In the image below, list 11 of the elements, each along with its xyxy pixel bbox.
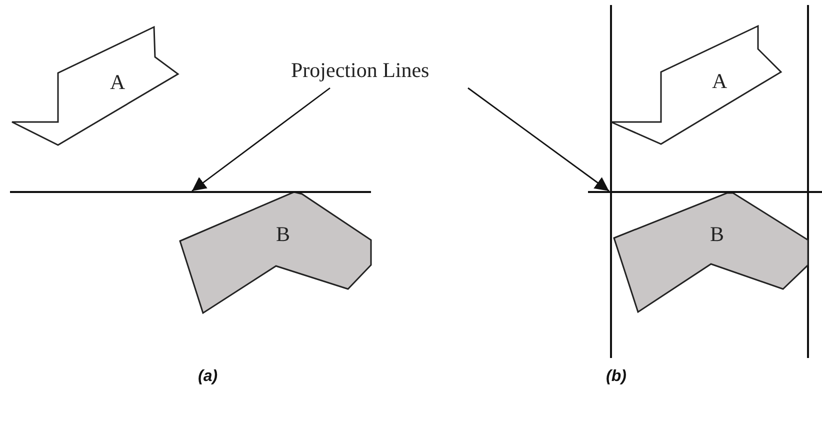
callout-text: Projection Lines bbox=[291, 60, 430, 81]
panel-label: (b) bbox=[606, 368, 626, 386]
shape-label: B bbox=[710, 224, 724, 245]
leader-line bbox=[468, 87, 610, 192]
projection-line bbox=[10, 191, 371, 193]
leader-line bbox=[192, 87, 330, 192]
panel-label: (a) bbox=[198, 368, 218, 386]
shape-label: A bbox=[110, 72, 126, 93]
shape-label: B bbox=[276, 224, 290, 245]
projection-line bbox=[588, 191, 822, 193]
shape-label: A bbox=[712, 71, 728, 92]
